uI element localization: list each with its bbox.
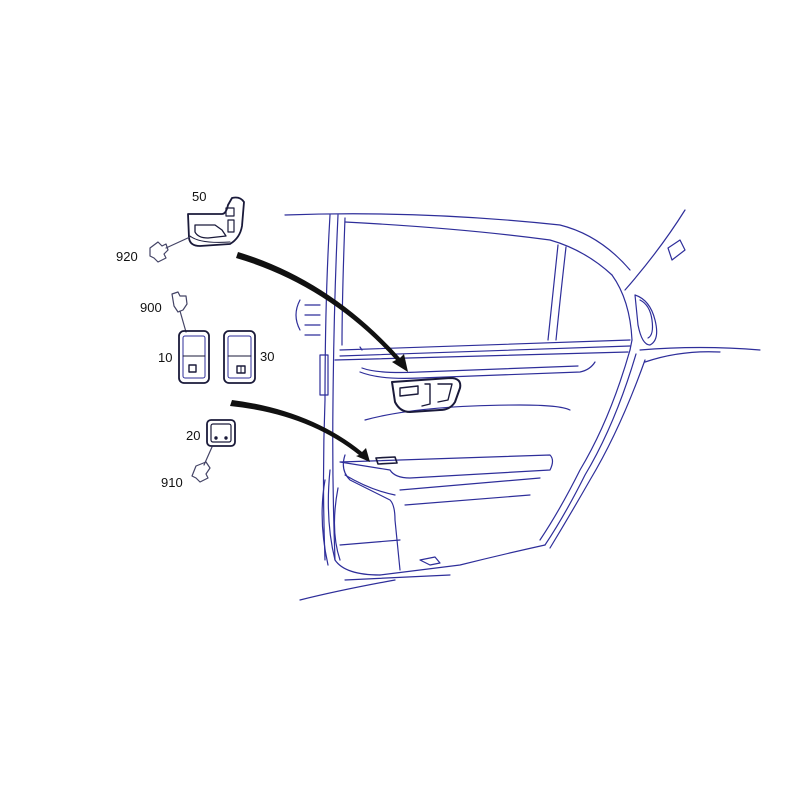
part-10-switch[interactable] [178, 330, 210, 384]
part-50-seat-switch[interactable] [187, 196, 245, 247]
callout-20: 20 [186, 428, 201, 443]
part-30-switch[interactable] [223, 330, 256, 384]
callout-50: 50 [192, 189, 207, 204]
callout-30: 30 [260, 349, 275, 364]
leader-arrows [230, 252, 408, 462]
part-20-switch[interactable] [206, 419, 236, 447]
door-body [284, 209, 761, 601]
part-900-connector[interactable] [171, 291, 188, 333]
arrow-20-to-armrest [230, 400, 370, 462]
part-910-connector[interactable] [191, 446, 213, 483]
callout-910: 910 [161, 475, 183, 490]
callout-920: 920 [116, 249, 138, 264]
installed-window-switch [375, 456, 398, 465]
callout-10: 10 [158, 350, 173, 365]
part-920-connector[interactable] [149, 236, 191, 263]
installed-seat-switch [391, 377, 462, 413]
callout-900: 900 [140, 300, 162, 315]
